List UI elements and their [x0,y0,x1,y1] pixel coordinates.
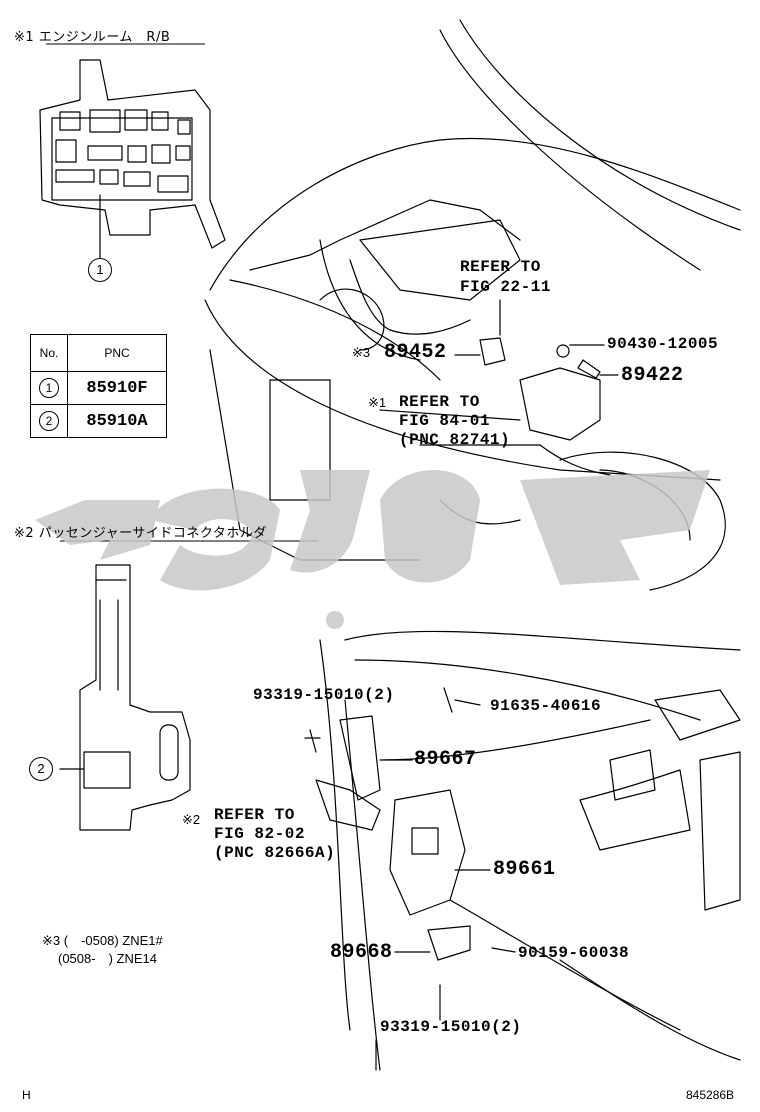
callout-1: 1 [88,258,112,282]
refer-fig-84-line1: REFER TO [399,393,480,411]
row-pnc: 85910A [67,404,167,438]
relay-block-illustration [39,59,226,261]
figure-number: 845286B [686,1088,735,1102]
part-93319-bottom: 93319-15010(2) [380,1018,522,1036]
table-row: 2 85910A [30,404,167,438]
refer-fig-84-line3: (PNC 82741) [399,431,511,449]
mark-2: ※2 [182,812,201,827]
part-89668: 89668 [330,941,393,964]
refer-fig-82-line2: FIG 82-02 [214,825,305,843]
footnote-line-1: ※3 ( -0508) ZNE1# [42,933,163,948]
part-91635-40616: 91635-40616 [490,697,602,715]
part-93319-top: 93319-15010(2) [253,686,395,704]
refer-fig-82-line3: (PNC 82666A) [214,844,336,862]
part-90430-12005: 90430-12005 [607,335,719,353]
refer-fig-82-line1: REFER TO [214,806,295,824]
row-pnc: 85910F [67,371,167,405]
table-header-row: No. PNC [30,334,167,372]
refer-fig-84-line2: FIG 84-01 [399,412,490,430]
mark-3: ※3 [352,345,371,360]
dashboard-illustration [304,630,741,1071]
part-89422: 89422 [621,364,684,387]
table-header-no: No. [30,334,68,372]
footnote-line-2: (0508- ) ZNE14 [58,951,157,966]
watermark [35,470,710,629]
refer-fig-22-line2: FIG 22-11 [460,278,551,296]
refer-fig-22-line1: REFER TO [460,258,541,276]
connector-holder-illustration [59,564,191,831]
table-header-pnc: PNC [67,334,167,372]
part-89452: 89452 [384,341,447,364]
pnc-table: No. PNC 1 85910F 2 85910A [30,334,167,438]
row-number: 1 [39,378,59,398]
footer-left-mark: H [22,1088,31,1102]
engine-bay-illustration [204,19,741,591]
part-89667: 89667 [414,748,477,771]
row-number: 2 [39,411,59,431]
mark-1: ※1 [368,395,387,410]
part-89661: 89661 [493,858,556,881]
callout-2: 2 [29,757,53,781]
header-note-1: ※1 エンジンルーム R/B [14,30,171,45]
table-row: 1 85910F [30,371,167,405]
part-90159-60038: 90159-60038 [518,944,630,962]
header-note-2: ※2 パッセンジャーサイドコネクタホルダ [14,526,267,541]
